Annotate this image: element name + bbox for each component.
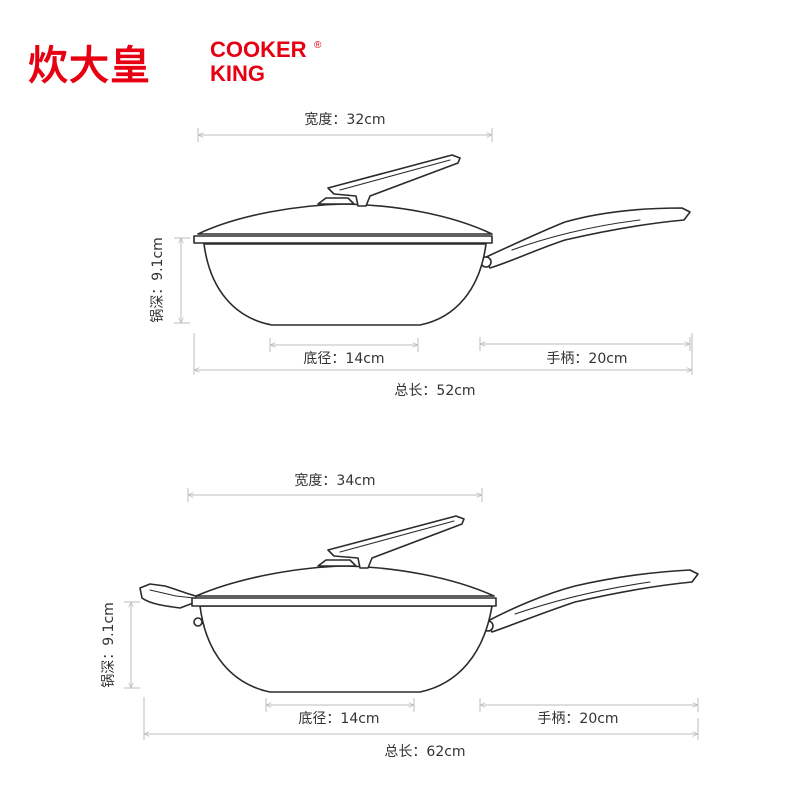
wok-drawing	[193, 154, 691, 326]
product-2-diagram: 宽度：34cm 锅深：9.1cm	[101, 472, 699, 760]
depth-label: 锅深：9.1cm	[101, 602, 117, 688]
width-label: 宽度：34cm	[294, 472, 375, 489]
depth-label: 锅深：9.1cm	[150, 237, 166, 323]
brand-name-en-line1: COOKER	[210, 37, 307, 62]
registered-mark: ®	[314, 40, 322, 51]
wok-drawing	[139, 515, 699, 693]
handle-label: 手柄：20cm	[546, 351, 627, 367]
product-1-diagram: 宽度：32cm 锅深：9.1cm 底径：14cm	[150, 111, 692, 399]
width-label: 宽度：32cm	[304, 111, 385, 128]
base-label: 底径：14cm	[298, 711, 379, 727]
base-label: 底径：14cm	[303, 351, 384, 367]
brand-name-en-line2: KING	[210, 61, 265, 86]
handle-label: 手柄：20cm	[537, 711, 618, 727]
total-label: 总长：62cm	[384, 744, 465, 760]
total-label: 总长：52cm	[394, 383, 475, 399]
brand-logo: 炊大皇 COOKER KING ®	[28, 37, 322, 89]
brand-name-cn: 炊大皇	[28, 43, 151, 89]
